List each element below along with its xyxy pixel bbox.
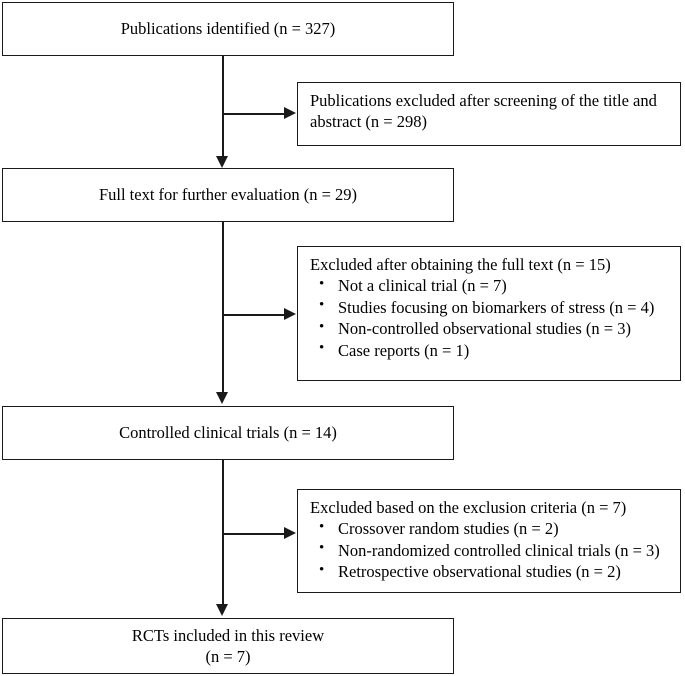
connector-to-excluded-criteria-arrowhead [284,527,296,539]
node-excluded-after-full-text-list: • Not a clinical trial (n = 7) • Studies… [310,275,674,361]
list-item: • Not a clinical trial (n = 7) [310,275,674,296]
connector-to-excluded-fulltext-arrowhead [284,308,296,320]
connector-fulltext-to-controlled-arrowhead [216,392,228,404]
connector-identified-to-fulltext-arrowhead [216,156,228,168]
bullet-icon: • [319,275,325,292]
bullet-icon: • [319,518,325,535]
node-controlled-clinical-trials-label: Controlled clinical trials (n = 14) [119,423,337,443]
node-excluded-after-full-text: Excluded after obtaining the full text (… [297,246,681,381]
node-excluded-after-full-text-heading: Excluded after obtaining the full text (… [310,255,611,274]
bullet-icon: • [319,561,325,578]
connector-fulltext-to-controlled-line [222,222,224,394]
bullet-icon: • [319,340,325,357]
list-item: • Non-randomized controlled clinical tri… [310,540,674,561]
node-excluded-exclusion-criteria-heading: Excluded based on the exclusion criteria… [310,498,627,517]
list-item: • Retrospective observational studies (n… [310,561,674,582]
list-item-label: Non-randomized controlled clinical trial… [338,540,660,560]
connector-to-excluded-criteria-line [222,533,286,535]
node-excluded-after-screening-line2: abstract (n = 298) [310,112,427,132]
node-rcts-included-line1: RCTs included in this review [131,625,325,645]
node-full-text-evaluation: Full text for further evaluation (n = 29… [2,168,454,222]
list-item-label: Studies focusing on biomarkers of stress… [338,297,655,317]
node-rcts-included: RCTs included in this review (n = 7) [2,618,454,674]
bullet-icon: • [319,540,325,557]
list-item-label: Retrospective observational studies (n =… [338,562,621,582]
connector-to-excluded-screening-line [222,113,286,115]
node-excluded-exclusion-criteria-list: • Crossover random studies (n = 2) • Non… [310,518,674,582]
node-excluded-after-screening-line1: Publications excluded after screening of… [310,91,657,110]
list-item-label: Not a clinical trial (n = 7) [338,276,507,296]
list-item-label: Case reports (n = 1) [338,340,470,360]
connector-to-excluded-screening-arrowhead [284,107,296,119]
list-item-label: Crossover random studies (n = 2) [338,519,559,539]
connector-controlled-to-included-arrowhead [216,604,228,616]
connector-identified-to-fulltext-line [222,56,224,158]
node-excluded-exclusion-criteria: Excluded based on the exclusion criteria… [297,489,681,593]
node-publications-identified: Publications identified (n = 327) [2,2,454,56]
connector-to-excluded-fulltext-line [222,314,286,316]
node-full-text-evaluation-label: Full text for further evaluation (n = 29… [98,185,358,205]
bullet-icon: • [319,297,325,314]
list-item: • Studies focusing on biomarkers of stre… [310,297,674,318]
list-item: • Non-controlled observational studies (… [310,318,674,339]
list-item: • Case reports (n = 1) [310,340,674,361]
node-rcts-included-line2: (n = 7) [205,647,251,666]
bullet-icon: • [319,318,325,335]
node-publications-identified-label: Publications identified (n = 327) [120,19,336,39]
node-excluded-after-screening: Publications excluded after screening of… [297,82,681,146]
list-item-label: Non-controlled observational studies (n … [338,319,631,339]
list-item: • Crossover random studies (n = 2) [310,518,674,539]
node-controlled-clinical-trials: Controlled clinical trials (n = 14) [2,406,454,460]
